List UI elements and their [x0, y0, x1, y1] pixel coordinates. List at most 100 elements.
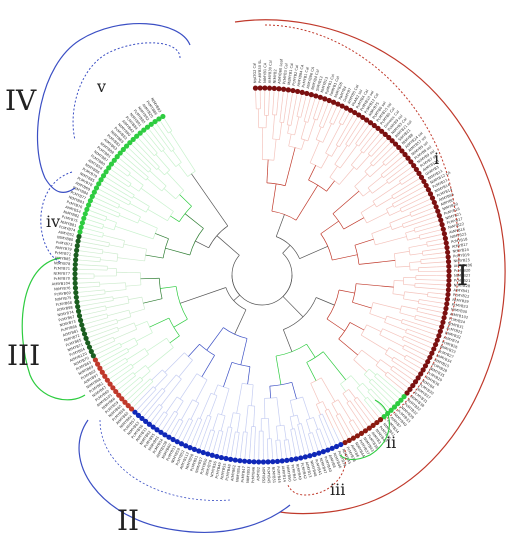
leaf-branch — [138, 138, 142, 142]
tree-branch — [370, 144, 383, 157]
tree-branch — [315, 404, 321, 415]
tree-arc — [102, 224, 104, 229]
leaf-label: NtMYB35 — [429, 366, 445, 377]
leaf-label: NtMYB56 — [210, 460, 218, 478]
leaf-branch — [324, 442, 328, 448]
tree-branch — [349, 322, 365, 331]
leaf-marker — [218, 454, 224, 461]
tree-branch — [401, 201, 425, 213]
leaf-branch — [277, 91, 280, 102]
tree-branch — [111, 346, 122, 352]
leaf-marker — [75, 308, 82, 314]
tree-branch — [146, 337, 167, 352]
tree-branch — [147, 347, 174, 369]
tree-branch — [91, 309, 107, 314]
tree-branch — [283, 107, 287, 123]
leaf-marker — [444, 245, 450, 251]
tree-arc — [217, 384, 230, 390]
leaf-label: PcMYB71 — [54, 266, 71, 271]
leaf-branch — [413, 363, 421, 369]
tree-arc — [133, 322, 138, 330]
leaf-label: NtMYB76 — [54, 286, 71, 291]
tree-branch — [393, 356, 408, 366]
tree-branch — [313, 417, 319, 430]
tree-branch — [247, 366, 251, 385]
leaf-branch — [136, 403, 144, 411]
leaf-marker — [333, 443, 340, 450]
leaf-marker — [73, 252, 79, 258]
leaf-marker — [137, 130, 143, 136]
leaf-label: AtMYB74 — [443, 335, 460, 344]
leaf-branch — [80, 302, 98, 307]
leaf-label: PcMYB75 — [61, 215, 78, 223]
group-label-III: III — [7, 339, 40, 372]
tree-branch — [306, 343, 316, 358]
leaf-branch — [130, 395, 139, 404]
tree-branch — [165, 247, 190, 256]
leaf-branch — [78, 282, 93, 284]
tree-branch — [119, 215, 138, 224]
leaf-marker — [95, 361, 101, 367]
tree-arc — [149, 378, 154, 382]
tree-branch — [310, 383, 320, 404]
tree-branch — [165, 121, 173, 131]
leaf-branch — [425, 350, 430, 353]
leaf-marker — [72, 280, 78, 286]
group-II-inner-bracket — [99, 419, 231, 501]
leaf-marker — [316, 450, 322, 456]
tree-branch — [308, 165, 317, 181]
tree-branch — [137, 381, 154, 397]
tree-branch — [82, 259, 101, 263]
tree-branch — [356, 397, 373, 417]
tree-branches — [78, 91, 446, 459]
tree-branch — [103, 191, 130, 206]
tree-branch — [401, 322, 422, 331]
leaf-branch — [374, 405, 383, 415]
tree-branch — [419, 231, 432, 236]
leaf-marker — [108, 161, 115, 167]
tree-branch — [102, 205, 121, 214]
tree-branch — [106, 211, 119, 218]
tree-branch — [369, 313, 386, 320]
leaf-branch — [226, 447, 229, 456]
tree-branch — [195, 240, 209, 249]
leaf-branch — [428, 256, 446, 260]
subgroup-iv-bracket — [40, 171, 73, 263]
leaf-marker — [326, 97, 332, 104]
leaf-marker — [293, 456, 299, 462]
tree-branch — [401, 305, 418, 310]
tree-branch — [129, 203, 147, 213]
tree-branch — [337, 399, 352, 422]
leaf-branch — [97, 351, 112, 359]
leaf-label: PcMYB41 — [314, 459, 322, 476]
tree-branch — [294, 428, 298, 441]
tree-arc — [145, 365, 151, 372]
leaf-branch — [128, 147, 136, 155]
tree-branch — [95, 235, 103, 238]
leaf-marker — [420, 367, 426, 373]
tree-branch — [276, 397, 281, 426]
leaf-label: PcMYB16 — [443, 207, 461, 216]
leaf-branch — [341, 426, 349, 438]
leaf-label: AtMYB15 — [433, 358, 449, 369]
tree-branch — [368, 381, 381, 394]
leaf-label: NtMYB58 — [185, 453, 195, 470]
tree-branch — [339, 413, 346, 425]
leaf-branch — [92, 340, 105, 347]
leaf-label: PcMYB70 — [54, 277, 71, 281]
tree-arc — [368, 378, 373, 383]
leaf-marker — [415, 375, 421, 381]
leaf-marker — [102, 373, 108, 379]
tree-arc — [360, 324, 367, 336]
leaf-branch — [411, 190, 426, 199]
leaf-branch — [436, 288, 446, 290]
tree-arc — [369, 302, 374, 314]
leaf-marker — [73, 294, 79, 300]
tree-branch — [302, 396, 311, 419]
leaf-label: NtMYB69 — [78, 364, 95, 376]
tree-branch — [352, 301, 372, 309]
leaf-marker — [425, 187, 431, 193]
leaf-label: NtMYB74 — [57, 310, 75, 317]
leaf-marker — [443, 240, 449, 246]
leaf-marker — [72, 275, 78, 282]
